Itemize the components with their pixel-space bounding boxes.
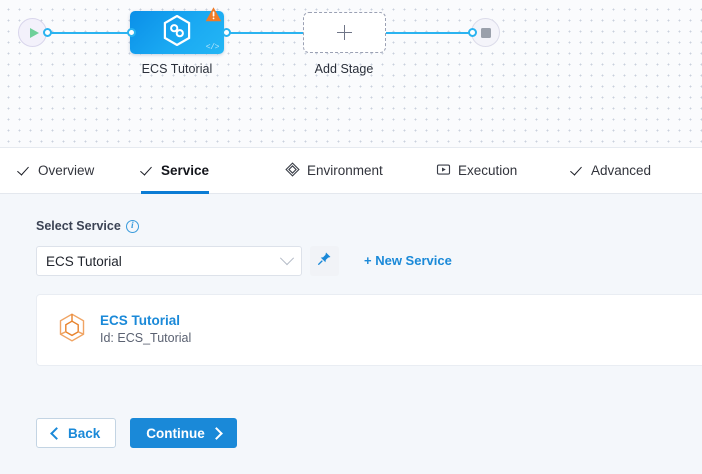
tab-advanced[interactable]: Advanced <box>571 148 651 193</box>
service-card-text: ECS Tutorial Id: ECS_Tutorial <box>100 312 191 348</box>
back-button-label: Back <box>68 425 101 441</box>
stop-square-icon <box>480 27 491 38</box>
service-select[interactable]: ECS Tutorial <box>36 246 302 276</box>
continue-button[interactable]: Continue <box>130 418 237 448</box>
tab-overview[interactable]: Overview <box>18 148 94 193</box>
warning-triangle-icon <box>205 6 222 23</box>
select-service-label: Select Service <box>36 219 121 233</box>
service-card-name[interactable]: ECS Tutorial <box>100 313 181 329</box>
add-stage-node[interactable] <box>303 12 386 53</box>
tab-service-label: Service <box>161 163 210 178</box>
stage-tab-bar: Overview Service Environment <box>0 148 702 194</box>
pin-service-button[interactable] <box>310 246 339 276</box>
service-card[interactable]: ECS Tutorial Id: ECS_Tutorial <box>36 294 702 366</box>
check-icon <box>18 164 31 177</box>
connector-line-start-to-stage <box>42 32 132 34</box>
connector-dot-end <box>468 28 477 37</box>
tab-environment[interactable]: Environment <box>285 148 383 193</box>
pipeline-stage-node-ecs-tutorial[interactable]: </> <box>130 7 224 54</box>
tab-execution[interactable]: Execution <box>436 148 517 193</box>
tab-service[interactable]: Service <box>141 148 210 194</box>
pipeline-canvas[interactable]: </> ECS Tutorial Add Stage <box>0 0 702 148</box>
harness-hexagon-icon <box>163 14 191 51</box>
chevron-left-icon <box>50 426 63 440</box>
connector-line-stage-to-add <box>226 32 304 34</box>
layers-diamond-icon <box>285 161 300 180</box>
service-tab-content: Select Service i ECS Tutorial + New Serv… <box>0 194 702 474</box>
active-tab-underline <box>141 191 210 194</box>
connector-dot-stage-out <box>222 28 231 37</box>
chevron-right-icon <box>209 426 223 440</box>
form-actions: Back Continue <box>36 418 237 448</box>
cube-box-icon <box>57 312 87 349</box>
continue-button-label: Continue <box>146 425 205 441</box>
connector-dot-start <box>43 28 52 37</box>
new-service-link[interactable]: + New Service <box>364 253 452 268</box>
chevron-down-icon <box>279 251 295 266</box>
tab-advanced-label: Advanced <box>591 163 652 178</box>
code-brackets-icon[interactable]: </> <box>205 43 220 52</box>
tab-environment-label: Environment <box>307 163 383 178</box>
add-stage-label: Add Stage <box>314 62 374 76</box>
select-service-label-group: Select Service i <box>36 219 139 233</box>
plus-icon-vertical <box>343 25 346 40</box>
service-select-value: ECS Tutorial <box>46 253 122 269</box>
canvas-divider <box>0 147 702 148</box>
back-button[interactable]: Back <box>36 418 117 448</box>
play-icon <box>29 27 39 38</box>
pipeline-start-node[interactable] <box>18 18 47 47</box>
tab-overview-label: Overview <box>38 163 95 178</box>
play-box-icon <box>436 162 451 180</box>
service-card-id: Id: ECS_Tutorial <box>100 331 192 346</box>
pin-icon <box>317 251 332 271</box>
info-circle-icon[interactable]: i <box>125 219 139 233</box>
check-icon <box>571 164 584 177</box>
tab-execution-label: Execution <box>458 163 518 178</box>
connector-dot-stage-in <box>127 28 136 37</box>
pipeline-stage-label: ECS Tutorial <box>141 62 213 76</box>
check-icon <box>141 164 154 177</box>
connector-line-add-to-end <box>385 32 471 34</box>
